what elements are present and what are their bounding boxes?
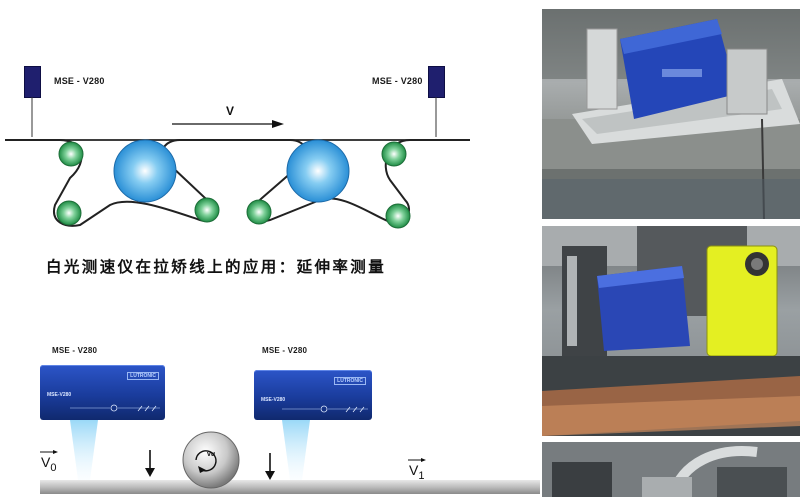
bottom-sensor-left: LUTRONIC MSE-V280: [40, 365, 165, 420]
sensor-wave-left: [70, 404, 160, 412]
green-roller-2: [56, 200, 82, 226]
blue-roller-right: [286, 139, 350, 203]
top-line-drawing: [5, 97, 470, 229]
v0-sub: 0: [50, 461, 57, 474]
top-sensor-left-label: MSE - V280: [54, 76, 105, 86]
top-caption: 白光测速仪在拉矫线上的应用：延伸率测量: [46, 258, 387, 276]
bottom-sensor-left-label: MSE - V280: [52, 346, 98, 355]
top-sensor-right-label: MSE - V280: [372, 76, 423, 86]
sensor-logo-right: LUTRONIC: [334, 377, 366, 385]
v0-label: V0: [41, 454, 56, 474]
v1-main: V: [409, 462, 419, 478]
green-roller-3: [194, 197, 220, 223]
bottom-sensor-right: LUTRONIC MSE-V280: [254, 370, 372, 420]
green-roller-5: [381, 141, 407, 167]
v1-sub: 1: [418, 469, 425, 482]
wheel-label: vu: [207, 451, 216, 458]
photo-2-drawing: [542, 226, 800, 436]
sensor-brand-right: MSE-V280: [261, 397, 286, 403]
steel-strip: [40, 480, 540, 494]
blue-roller-left: [113, 139, 177, 203]
sensor-logo-left: LUTRONIC: [127, 372, 159, 380]
green-roller-1: [58, 141, 84, 167]
bottom-sensor-right-label: MSE - V280: [262, 346, 308, 355]
sensor-wave-right: [282, 405, 368, 413]
bottom-diagram: MSE - V280 MSE - V280: [0, 340, 540, 497]
green-roller-6: [385, 203, 411, 229]
green-roller-4: [246, 199, 272, 225]
sensor-brand-left: MSE-V280: [47, 392, 72, 398]
top-velocity-label: V: [226, 104, 235, 118]
bottom-beams: [40, 420, 540, 494]
photo-sensor-mounted: [542, 9, 800, 219]
photo-1-drawing: [542, 9, 800, 219]
measuring-wheel: [182, 431, 240, 489]
v0-main: V: [41, 454, 51, 470]
v1-label: V1: [409, 462, 424, 482]
photo-sensor-third: [542, 442, 800, 497]
photo-sensor-machine: [542, 226, 800, 436]
photo-3-drawing: [542, 442, 800, 497]
top-diagram: MSE - V280 MSE - V280 V: [0, 0, 540, 280]
